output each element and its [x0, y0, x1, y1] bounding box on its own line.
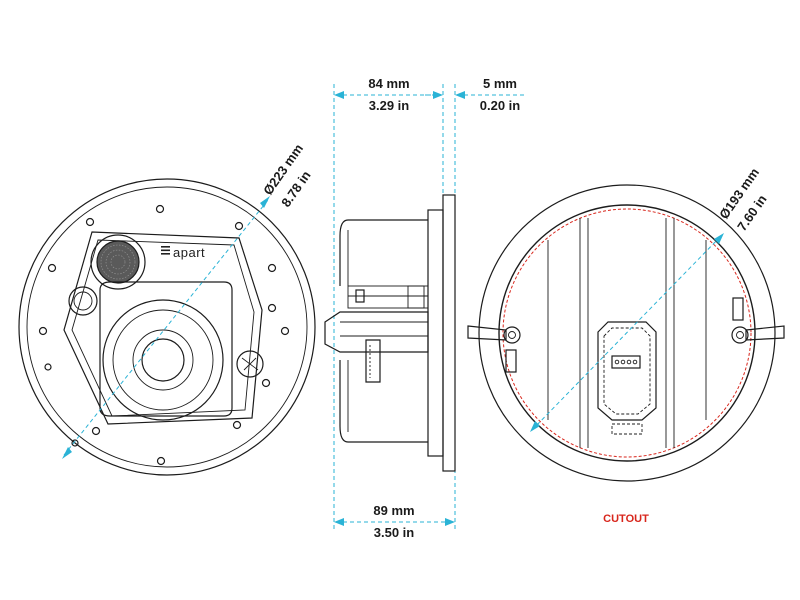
left-clamp: [467, 325, 521, 373]
cutout-label: CUTOUT: [603, 513, 649, 525]
terminal-housing: [324, 311, 429, 353]
front-view: apart Ø223 mm 8.78 in: [18, 141, 316, 476]
mounting-holes: [38, 204, 290, 466]
depth-84-in-label: 3.29 in: [369, 98, 410, 113]
arrowhead-icon: [260, 196, 270, 208]
grille-outer-rim: [18, 178, 316, 476]
terminal-connector: [611, 355, 641, 369]
body-can: [339, 219, 428, 443]
dust-cap: [141, 338, 185, 382]
clamp-bracket: [347, 285, 429, 309]
arrowhead-icon: [445, 518, 455, 526]
depth-84-mm-label: 84 mm: [368, 76, 409, 91]
mount-plate: [427, 209, 444, 457]
arrowhead-icon: [334, 518, 344, 526]
grille-inner-rim: [26, 186, 308, 468]
arrowhead-icon: [455, 91, 465, 99]
tweeter-grille-icon: [90, 234, 146, 290]
right-clamp: [731, 297, 785, 344]
arrowhead-icon: [530, 421, 540, 432]
baffle-outline: [63, 231, 263, 425]
level-knob: [68, 286, 98, 316]
arrowhead-icon: [334, 91, 344, 99]
flange-5-in-label: 0.20 in: [480, 98, 521, 113]
total-depth-mm-label: 89 mm: [373, 503, 414, 518]
side-view: 84 mm 3.29 in 5 mm 0.20 in 89 mm 3.50 in: [324, 76, 525, 540]
rear-inner-rim: [498, 204, 756, 462]
flange: [442, 194, 456, 472]
rear-outer-rim: [478, 184, 776, 482]
cutout-circle: [502, 208, 752, 458]
rear-view: Ø193 mm 7.60 in CUTOUT: [467, 165, 785, 525]
terminal-block: [597, 321, 657, 421]
cutout-diameter-line: [531, 234, 723, 431]
arrowhead-icon: [714, 233, 724, 244]
woofer-frame: [99, 281, 233, 417]
arrowhead-icon: [62, 447, 72, 459]
flange-5-mm-label: 5 mm: [483, 76, 517, 91]
arrowhead-icon: [433, 91, 443, 99]
woofer-cone: [112, 309, 214, 411]
total-depth-in-label: 3.50 in: [374, 525, 415, 540]
woofer-cone-inner: [132, 329, 194, 391]
logo-text: apart: [173, 245, 205, 260]
woofer-surround: [102, 299, 224, 421]
adjust-knob: [236, 350, 264, 378]
baffle-inner-outline: [71, 239, 255, 417]
connector: [365, 339, 381, 383]
brand-logo: apart: [161, 245, 205, 260]
grille-diameter-line: [63, 199, 269, 456]
